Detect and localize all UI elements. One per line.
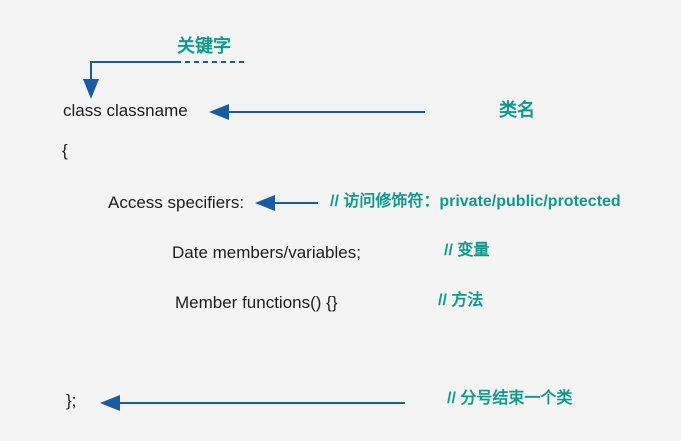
class-end-annotation: // 分号结束一个类: [447, 390, 573, 407]
data-members-text: Date members/variables;: [172, 243, 361, 262]
closing-brace-text: };: [66, 391, 77, 410]
access-specifiers-text: Access specifiers:: [108, 193, 245, 212]
access-modifier-annotation: // 访问修饰符：private/public/protected: [330, 193, 621, 210]
class-declaration-text: class classname: [63, 101, 188, 120]
method-annotation: // 方法: [438, 292, 484, 309]
keyword-annotation: 关键字: [177, 36, 231, 56]
keyword-elbow-arrow: [83, 61, 176, 99]
classname-annotation: 类名: [499, 100, 535, 120]
member-functions-text: Member functions() {}: [175, 293, 338, 312]
variable-annotation: // 变量: [444, 242, 490, 259]
open-brace-text: {: [62, 141, 68, 160]
